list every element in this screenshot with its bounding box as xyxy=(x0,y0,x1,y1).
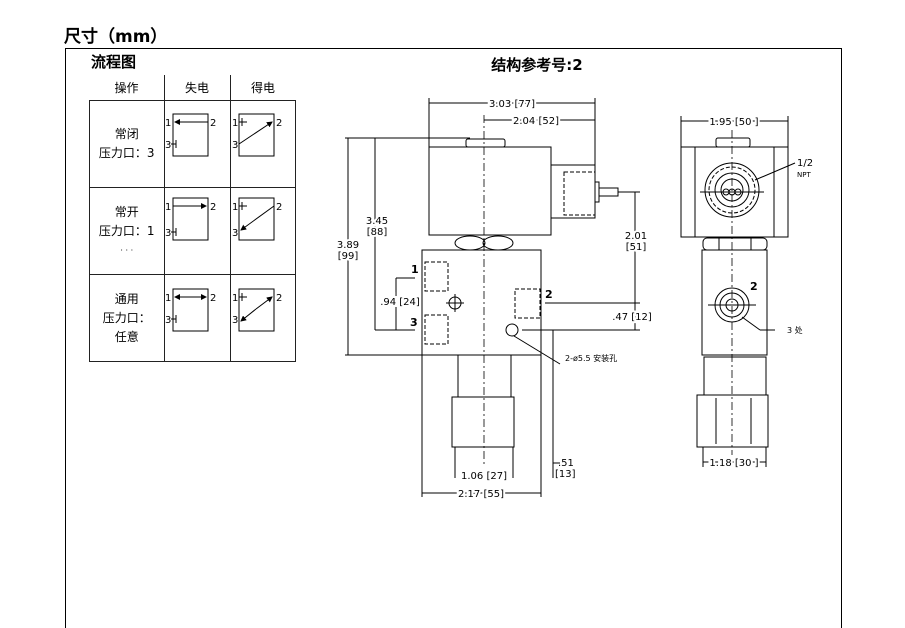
svg-text:3: 3 xyxy=(232,315,238,326)
svg-text:[88]: [88] xyxy=(367,227,388,238)
svg-text:[13]: [13] xyxy=(555,469,576,480)
row-label: 常闭压力口：3 xyxy=(89,100,165,188)
svg-text:1: 1 xyxy=(411,263,419,276)
svg-text:.47 [12]: .47 [12] xyxy=(612,312,652,323)
table-header: 操作 失电 得电 xyxy=(89,75,296,101)
svg-text:1.06 [27]: 1.06 [27] xyxy=(461,471,507,482)
flow-chart-title: 流程图 xyxy=(91,53,137,71)
svg-text:1: 1 xyxy=(165,202,171,213)
svg-text:2.17 [55]: 2.17 [55] xyxy=(458,489,504,500)
symbol-box xyxy=(171,113,209,157)
drawing-frame xyxy=(65,48,842,628)
svg-text:2: 2 xyxy=(210,202,216,213)
symbol-box xyxy=(171,288,209,332)
svg-text:1: 1 xyxy=(232,202,238,213)
symbol-box xyxy=(171,197,209,241)
svg-text:2: 2 xyxy=(210,293,216,304)
svg-text:3.03 [77]: 3.03 [77] xyxy=(489,99,535,110)
side-view: 1.95 [50 ] 1.18 [30 ] 1/2 NPT 2 3 处 xyxy=(680,115,813,471)
front-view: 3.03 [77] 2.04 [52] 3.89 [99] 3.45 [88] … xyxy=(335,97,654,502)
svg-text:2: 2 xyxy=(545,288,553,301)
svg-text:2: 2 xyxy=(276,118,282,129)
svg-text:3.89: 3.89 xyxy=(337,240,359,251)
svg-text:[99]: [99] xyxy=(338,251,359,262)
svg-text:.94 [24]: .94 [24] xyxy=(380,297,420,308)
symbol-box xyxy=(238,197,275,241)
svg-text:NPT: NPT xyxy=(797,171,811,179)
svg-text:1: 1 xyxy=(165,293,171,304)
connector xyxy=(550,164,596,219)
svg-text:3: 3 xyxy=(232,140,238,151)
svg-text:1.18 [30 ]: 1.18 [30 ] xyxy=(709,458,758,469)
svg-text:1: 1 xyxy=(165,118,171,129)
svg-text:1: 1 xyxy=(232,293,238,304)
svg-text:1: 1 xyxy=(232,118,238,129)
table-row: 通用压力口：任意 xyxy=(89,274,296,362)
svg-text:1/2: 1/2 xyxy=(797,158,813,169)
page-title: 尺寸（mm） xyxy=(64,27,168,47)
svg-text:3: 3 xyxy=(165,228,171,239)
svg-text:2: 2 xyxy=(276,202,282,213)
svg-text:3.45: 3.45 xyxy=(366,216,388,227)
row-label: 通用压力口：任意 xyxy=(89,274,165,362)
drawing-title: 结构参考号:2 xyxy=(491,56,582,74)
svg-text:1.95 [50 ]: 1.95 [50 ] xyxy=(709,117,758,128)
svg-text:2.04 [52]: 2.04 [52] xyxy=(513,116,559,127)
symbol-box xyxy=(238,288,275,332)
flow-table: 操作 失电 得电 常闭压力口：3 常开压力口：1· · · 通用压力口：任意 xyxy=(89,75,296,362)
mounting-holes-note: 2-ø5.5 安装孔 xyxy=(565,353,617,363)
svg-text:2: 2 xyxy=(750,280,758,293)
svg-text:2: 2 xyxy=(210,118,216,129)
svg-text:.51: .51 xyxy=(558,458,574,469)
svg-text:[51]: [51] xyxy=(626,242,647,253)
symbol-box xyxy=(238,113,275,157)
svg-text:3: 3 xyxy=(165,140,171,151)
svg-text:2: 2 xyxy=(276,293,282,304)
valve-body xyxy=(421,249,542,356)
valve-symbols: 1 2 3 1 2 3 1 2 3 1 2 3 1 2 3 1 2 3 xyxy=(165,113,282,332)
svg-text:2.01: 2.01 xyxy=(625,231,647,242)
svg-text:3: 3 xyxy=(410,316,418,329)
svg-text:3: 3 xyxy=(165,315,171,326)
svg-text:3 处: 3 处 xyxy=(787,325,803,335)
coil xyxy=(428,146,552,236)
svg-text:3: 3 xyxy=(232,228,238,239)
symbol-no-on xyxy=(229,187,296,275)
